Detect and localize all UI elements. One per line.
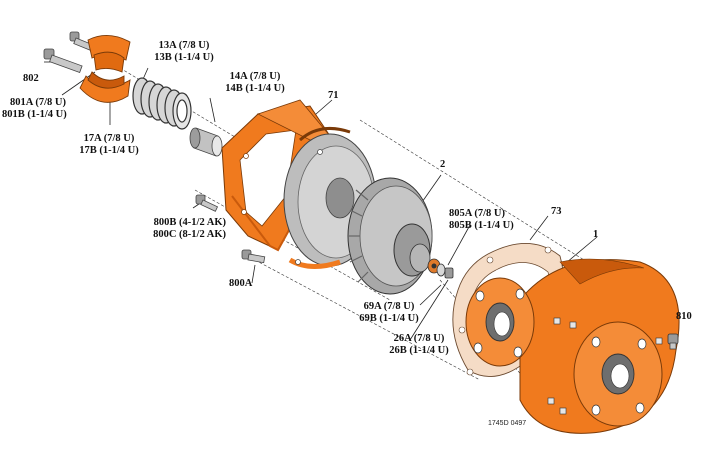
- label-71: 71: [328, 90, 339, 101]
- plug-810: [667, 333, 679, 350]
- label-802: 802: [23, 73, 39, 84]
- label-13: 13A (7/8 U) 13B (1-1/4 U): [142, 40, 226, 64]
- label-69-b: 69B (1-1/4 U): [359, 313, 419, 324]
- label-14-b: 14B (1-1/4 U): [225, 83, 285, 94]
- label-13-a: 13A (7/8 U): [158, 40, 210, 51]
- label-26: 26A (7/8 U) 26B (1-1/4 U): [376, 333, 462, 357]
- label-801: 801A (7/8 U) 801B (1-1/4 U): [2, 97, 67, 121]
- impeller-2: [347, 177, 441, 295]
- nut-805: [444, 267, 454, 279]
- label-800c: 800C (8-1/2 AK): [153, 229, 226, 240]
- label-17: 17A (7/8 U) 17B (1-1/4 U): [70, 133, 148, 157]
- drawing-number: 1745D 0497: [488, 420, 527, 427]
- label-801-b: 801B (1-1/4 U): [2, 109, 67, 120]
- label-810: 810: [676, 311, 692, 322]
- gland-17: [79, 35, 131, 103]
- label-26-a: 26A (7/8 U): [393, 333, 445, 344]
- casing-1: [465, 258, 680, 434]
- bolt-802: [43, 48, 83, 74]
- label-13-b: 13B (1-1/4 U): [154, 52, 214, 63]
- label-17-a: 17A (7/8 U): [83, 133, 135, 144]
- label-14-a: 14A (7/8 U): [229, 71, 281, 82]
- label-2: 2: [440, 159, 446, 170]
- label-69: 69A (7/8 U) 69B (1-1/4 U): [346, 301, 432, 325]
- label-26-b: 26B (1-1/4 U): [389, 345, 449, 356]
- label-17-b: 17B (1-1/4 U): [79, 145, 139, 156]
- label-800b: 800B (4-1/2 AK): [153, 217, 226, 228]
- label-801-a: 801A (7/8 U): [10, 97, 66, 108]
- label-805-b: 805B (1-1/4 U): [449, 220, 514, 231]
- leader-lines: [44, 61, 678, 341]
- label-69-a: 69A (7/8 U): [363, 301, 415, 312]
- label-800a: 800A: [229, 278, 253, 289]
- sleeve-14: [189, 127, 223, 157]
- label-800bc: 800B (4-1/2 AK) 800C (8-1/2 AK): [134, 217, 226, 241]
- bolt-800a: [241, 249, 266, 264]
- packing-rings-13: [132, 77, 192, 130]
- label-805: 805A (7/8 U) 805B (1-1/4 U): [449, 208, 514, 232]
- label-14: 14A (7/8 U) 14B (1-1/4 U): [214, 71, 296, 95]
- label-1: 1: [593, 229, 599, 240]
- bolt-800bc: [195, 194, 219, 212]
- label-73: 73: [551, 206, 562, 217]
- washer-69: [436, 263, 446, 277]
- label-805-a: 805A (7/8 U): [449, 208, 505, 219]
